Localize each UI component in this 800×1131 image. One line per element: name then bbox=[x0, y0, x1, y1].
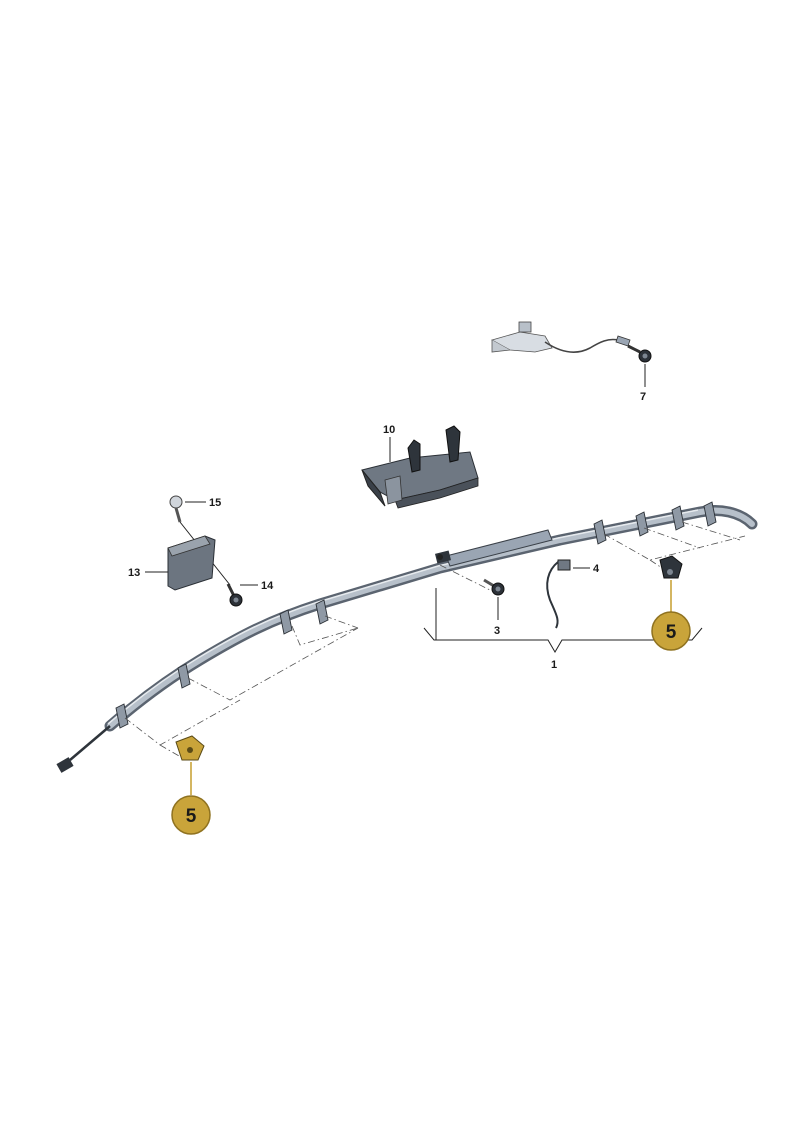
alignment-lines bbox=[124, 521, 746, 761]
callout-label-1: 1 bbox=[551, 659, 557, 671]
callout-label-15: 15 bbox=[209, 497, 221, 509]
part-1-curtain-airbag bbox=[56, 501, 758, 773]
callout-label-3: 3 bbox=[494, 625, 500, 637]
callout-label-10: 10 bbox=[383, 424, 395, 436]
tube-clips bbox=[115, 501, 717, 729]
callout-label-13: 13 bbox=[128, 567, 140, 579]
svg-text:5: 5 bbox=[666, 622, 677, 643]
badge-5-lower: 5 bbox=[171, 795, 211, 835]
part-7-ground-strap bbox=[490, 321, 631, 354]
part-10-bracket bbox=[361, 425, 479, 509]
callout-label-14: 14 bbox=[261, 580, 274, 592]
part-5-clip-upper bbox=[659, 555, 683, 579]
part-4-connector bbox=[546, 559, 571, 629]
svg-text:5: 5 bbox=[186, 806, 197, 827]
part-14-screw bbox=[226, 583, 243, 607]
part-13-holder bbox=[167, 535, 216, 591]
callout-label-4: 4 bbox=[593, 563, 600, 575]
badge-5-upper: 5 bbox=[651, 611, 691, 651]
part-3-screw bbox=[483, 578, 505, 596]
part-15-screw bbox=[169, 495, 183, 523]
part-5-clip-lower bbox=[175, 735, 205, 761]
part-7-screw bbox=[627, 344, 652, 363]
callout-label-7: 7 bbox=[640, 391, 646, 403]
